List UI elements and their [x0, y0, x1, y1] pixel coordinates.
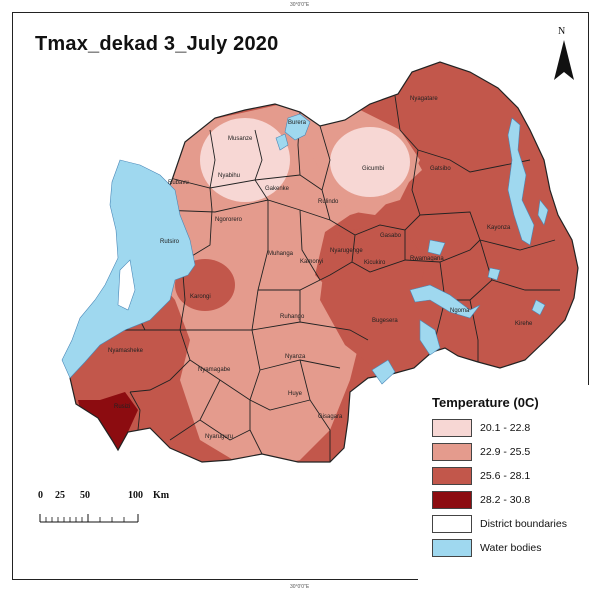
district-labels: Musanze Burera Nyabihu Gakenke Gicumbi N… [108, 96, 533, 440]
district-label: Nyarugenge [330, 248, 363, 254]
lake-rwanyakazinga [537, 199, 549, 226]
lake-ruhondo [275, 133, 289, 151]
district-label: Kirehe [515, 321, 533, 327]
north-arrow-icon [554, 40, 574, 80]
legend-title: Temperature (0C) [432, 395, 539, 410]
idjwi-island [117, 259, 136, 311]
scale-label: 50 [80, 490, 90, 501]
scale-label: 100 [128, 490, 143, 501]
district-label: Bugesera [372, 318, 398, 324]
legend-item: 22.9 - 25.5 [432, 442, 530, 462]
district-label: Nyamagabe [198, 367, 231, 373]
district-label: Nyabihu [218, 173, 240, 179]
legend-swatch [432, 539, 472, 557]
water-bodies [61, 113, 549, 385]
district-label: Kamonyi [300, 259, 323, 265]
district-label: Kicukiro [364, 260, 386, 266]
legend-item: 25.6 - 28.1 [432, 466, 530, 486]
scale-label: 0 [38, 490, 43, 501]
legend-item: 20.1 - 22.8 [432, 418, 530, 438]
lake-sake [487, 267, 501, 281]
legend-item: District boundaries [432, 514, 567, 534]
zone-20-1-22-8-north [330, 127, 410, 197]
legend-swatch [432, 491, 472, 509]
district-label: Gisagara [318, 414, 343, 420]
district-label: Ngororero [215, 217, 243, 223]
scale-label: Km [153, 490, 170, 501]
district-label: Rulindo [318, 199, 339, 205]
lake-muhazi [427, 239, 446, 256]
legend-item: 28.2 - 30.8 [432, 490, 530, 510]
scale-label: 25 [55, 490, 65, 501]
district-label: Ngoma [450, 308, 470, 314]
legend-label: 20.1 - 22.8 [480, 422, 531, 434]
district-label: Gasabo [380, 233, 402, 239]
legend-label: Water bodies [480, 542, 542, 554]
district-label: Gicumbi [362, 166, 384, 172]
lake-ihema [507, 117, 535, 246]
legend-label: 22.9 - 25.5 [480, 446, 531, 458]
legend-label: District boundaries [480, 518, 567, 530]
lake-cyohoha [371, 359, 396, 385]
district-label: Gakenke [265, 186, 290, 192]
top-tick-label: 30°0'0"E [290, 2, 310, 8]
lake-cyambwe [531, 299, 546, 316]
zone-28-2-30-8 [78, 392, 138, 450]
district-label: Rwamagana [410, 256, 444, 262]
legend-swatch [432, 443, 472, 461]
zone-20-1-22-8-west [200, 118, 290, 202]
legend-swatch [432, 419, 472, 437]
scale-ruler [39, 514, 139, 523]
legend-swatch [432, 515, 472, 533]
district-label: Nyagatare [410, 96, 438, 102]
district-label: Nyamasheke [108, 348, 144, 354]
district-label: Kayonza [487, 225, 511, 231]
lake-rweru [419, 319, 441, 356]
district-label: Burera [288, 120, 307, 126]
district-label: Nyaruguru [205, 434, 233, 440]
legend-label: 28.2 - 30.8 [480, 494, 531, 506]
legend: Temperature (0C) 20.1 - 22.8 22.9 - 25.5… [418, 385, 590, 580]
lake-mugesera [409, 284, 481, 319]
legend-item: Water bodies [432, 538, 541, 558]
north-arrow-label: N [558, 26, 566, 37]
scale-bar: 0 25 50 100 Km [38, 490, 188, 530]
legend-label: 25.6 - 28.1 [480, 470, 531, 482]
map-title: Tmax_dekad 3_July 2020 [35, 33, 279, 55]
district-label: Gatsibo [430, 166, 451, 172]
district-label: Huye [288, 391, 303, 397]
zone-kigali-warm [320, 222, 425, 372]
district-label: Karongi [190, 294, 211, 300]
district-label: Rubavu [168, 180, 189, 186]
lake-burera [284, 113, 311, 141]
district-label: Ruhango [280, 314, 305, 320]
district-label: Muhanga [268, 251, 294, 257]
district-label: Musanze [228, 136, 253, 142]
district-label: Rutsiro [160, 239, 180, 245]
district-label: Rusizi [114, 404, 130, 410]
bottom-tick-label: 30°0'0"E [290, 584, 310, 590]
district-label: Nyanza [285, 354, 306, 360]
legend-swatch [432, 467, 472, 485]
